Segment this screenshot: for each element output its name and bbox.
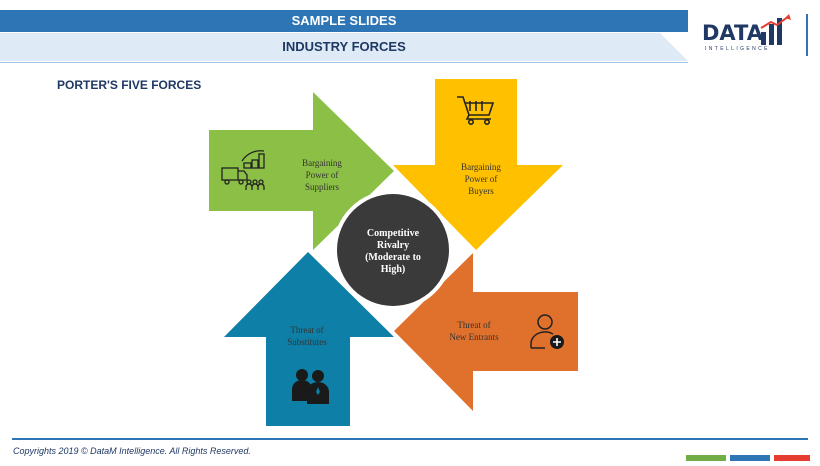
suppliers-arrow — [209, 92, 394, 250]
shopping-cart-icon — [457, 96, 495, 126]
header-subtitle-band — [0, 33, 688, 61]
suppliers-label-line1: Bargaining — [302, 158, 342, 168]
header-title: SAMPLE SLIDES — [291, 13, 397, 28]
center-label-line4: High) — [381, 264, 405, 275]
header-subtitle: INDUSTRY FORCES — [282, 39, 406, 54]
substitutes-label-line2: Substitutes — [287, 337, 327, 347]
footer-accent-blue — [730, 455, 770, 461]
header-bar — [0, 10, 688, 32]
buyers-label-line1: Bargaining — [461, 162, 501, 172]
substitutes-label-line1: Threat of — [290, 325, 323, 335]
copyright-text: Copyrights 2019 © DataM Intelligence. Al… — [13, 446, 251, 456]
page-title: PORTER'S FIVE FORCES — [57, 78, 202, 92]
header-divider — [0, 62, 688, 63]
entrants-arrow — [394, 253, 578, 411]
suppliers-label-line3: Suppliers — [305, 182, 339, 192]
center-label-line2: Rivalry — [377, 240, 409, 251]
footer-accent-red — [774, 455, 810, 461]
center-label-line3: (Moderate to — [365, 252, 421, 263]
logo-bars-icon — [760, 14, 791, 45]
center-circle-inner — [337, 194, 449, 306]
logo-separator — [806, 14, 808, 56]
entrants-label-line1: Threat of — [457, 320, 490, 330]
buyers-arrow — [393, 79, 563, 250]
suppliers-label-line2: Power of — [306, 170, 339, 180]
supply-chain-icon — [221, 150, 265, 190]
buyers-label-line2: Power of — [465, 174, 498, 184]
logo-wordmark: DATA — [702, 21, 764, 45]
entrants-label-line2: New Entrants — [449, 332, 499, 342]
people-icon — [292, 369, 329, 404]
substitutes-arrow — [224, 252, 394, 426]
footer-accent-green — [686, 455, 726, 461]
center-label-line1: Competitive — [367, 228, 420, 239]
add-user-icon — [530, 314, 564, 349]
footer-divider — [12, 438, 808, 440]
logo-tagline: INTELLIGENCE — [705, 46, 770, 52]
buyers-label-line3: Buyers — [468, 186, 494, 196]
